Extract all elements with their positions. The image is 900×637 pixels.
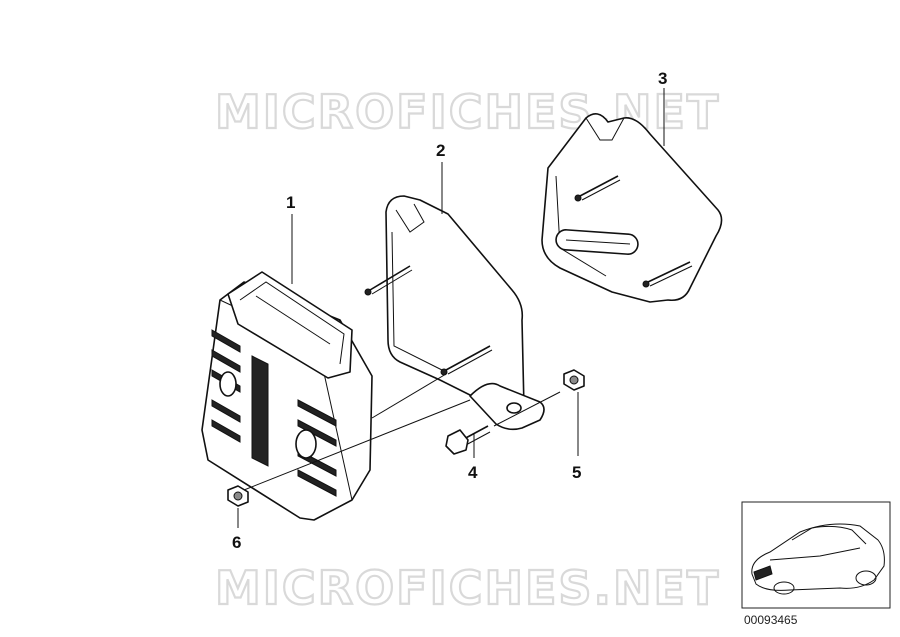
part-2-bracket <box>364 195 545 431</box>
watermark-bottom: MICROFICHES.NET <box>215 561 720 615</box>
callout-1: 1 <box>286 193 295 212</box>
vehicle-thumbnail: 00093465 <box>741 501 891 627</box>
part-1-control-unit <box>201 271 373 521</box>
part-5-nut <box>563 369 585 391</box>
callout-5: 5 <box>572 463 581 482</box>
part-3-cover <box>541 113 723 303</box>
part-4-bolt <box>445 425 491 455</box>
callout-6: 6 <box>232 533 241 552</box>
callout-4: 4 <box>468 463 478 482</box>
car-outline-icon <box>751 523 885 595</box>
callout-3: 3 <box>658 69 667 88</box>
reference-number: 00093465 <box>744 613 798 627</box>
callout-2: 2 <box>436 141 445 160</box>
leader-lines <box>237 88 665 528</box>
part-6-nut <box>227 485 249 507</box>
watermark-top: MICROFICHES.NET <box>215 85 720 139</box>
